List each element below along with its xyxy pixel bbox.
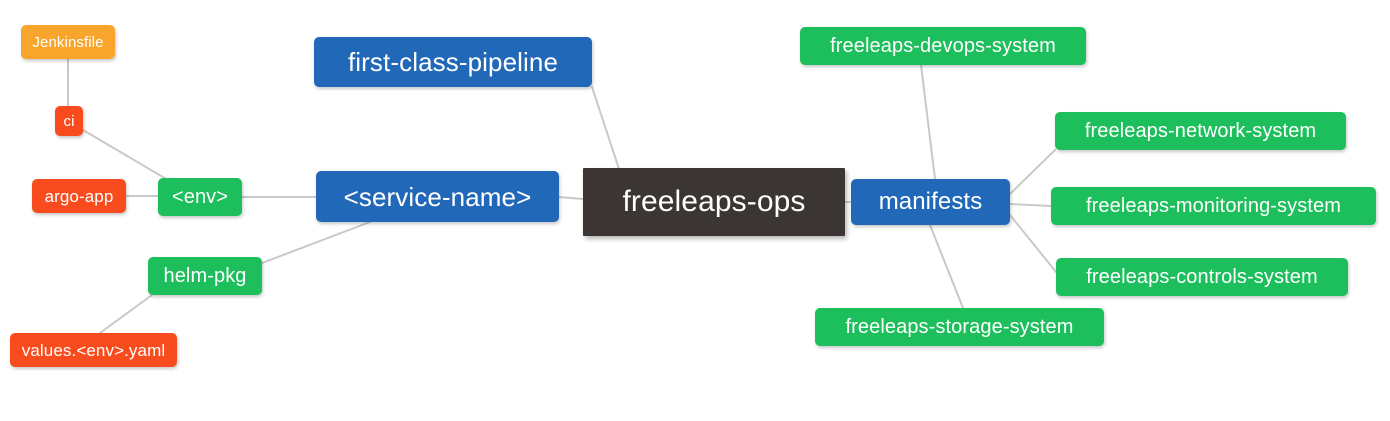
node-freeleaps-ops[interactable]: freeleaps-ops [583, 168, 845, 236]
node-freeleaps-monitoring-system[interactable]: freeleaps-monitoring-system [1051, 187, 1376, 225]
edge-manifests-to-freeleaps-controls-system [1009, 214, 1057, 273]
edge-freeleaps-ops-to-first-class-pipeline [591, 86, 621, 173]
edge-manifests-to-freeleaps-monitoring-system [1009, 203, 1052, 207]
node-freeleaps-network-system[interactable]: freeleaps-network-system [1055, 112, 1346, 150]
edge-manifests-to-freeleaps-network-system [1009, 149, 1056, 195]
edge-service-name-to-helm-pkg [261, 221, 371, 264]
node-helm-pkg[interactable]: helm-pkg [148, 257, 262, 295]
edge-manifests-to-freeleaps-storage-system [929, 224, 964, 309]
node-freeleaps-storage-system[interactable]: freeleaps-storage-system [815, 308, 1104, 346]
node-ci[interactable]: ci [55, 106, 83, 136]
node-service-name[interactable]: <service-name> [316, 171, 559, 222]
node-first-class-pipeline[interactable]: first-class-pipeline [314, 37, 592, 87]
node-freeleaps-controls-system[interactable]: freeleaps-controls-system [1056, 258, 1348, 296]
edge-freeleaps-ops-to-service-name [558, 196, 584, 200]
node-freeleaps-devops-system[interactable]: freeleaps-devops-system [800, 27, 1086, 65]
edge-helm-pkg-to-values-env-yaml [99, 294, 153, 334]
node-manifests[interactable]: manifests [851, 179, 1010, 225]
node-jenkinsfile[interactable]: Jenkinsfile [21, 25, 115, 59]
edge-manifests-to-freeleaps-devops-system [920, 64, 936, 180]
node-argo-app[interactable]: argo-app [32, 179, 126, 213]
edge-env-to-ci [82, 129, 169, 181]
node-values-env-yaml[interactable]: values.<env>.yaml [10, 333, 177, 367]
node-env[interactable]: <env> [158, 178, 242, 216]
